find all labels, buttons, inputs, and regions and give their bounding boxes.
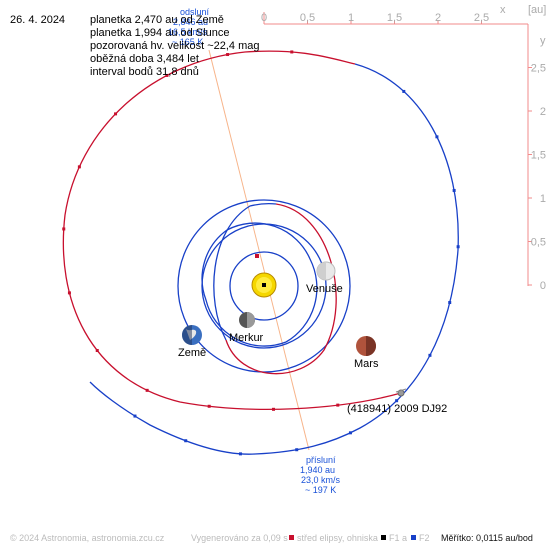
asteroid-icon [395,388,407,397]
y-tick-label: 0 [540,280,546,292]
x-tick-label: 2,5 [474,12,489,24]
orbit-point [336,403,340,407]
scale-text: Měřítko: 0,0115 au/bod [441,533,533,543]
info-distance-earth: planetka 2,470 au od Země [90,14,224,26]
aphelion-line-3: 16,5 km/s [168,27,208,37]
aphelion-label: odsluní 2,846 au 16,5 km/s ~ 165 K [168,7,210,47]
orbit-point [348,431,352,435]
info-magnitude: pozorovaná hv. velikost ~22,4 mag [90,40,259,52]
focus2-legend-marker [411,535,416,540]
mars-orbit-red-part [225,203,337,375]
perihelion-line-1: přísluní [306,455,336,465]
y-axis-letter: y [540,35,546,47]
date-display: 26. 4. 2024 [10,14,65,26]
mercury-icon [239,312,255,328]
orbit-point [67,291,71,295]
y-tick-label: 2 [540,106,546,118]
orbit-point [456,245,460,249]
info-point-interval: interval bodů 31,8 dnů [90,66,199,78]
x-tick-label: 0 [261,12,267,24]
axis-unit: [au] [528,4,546,16]
generated-time: Vygenerováno za 0,09 s [191,533,288,543]
y-tick-label: 1 [540,193,546,205]
perihelion-line-3: 23,0 km/s [301,475,341,485]
copyright-text: © 2024 Astronomia, astronomia.zcu.cz [10,533,165,543]
orbit-point [226,53,230,57]
venus-icon [316,261,336,281]
apsis-line [208,49,310,451]
aphelion-line-4: ~ 165 K [172,37,203,47]
info-block: planetka 2,470 au od Země planetka 1,994… [90,14,259,78]
legend-f2-label: F2 [419,533,430,543]
orbit-point [62,227,66,231]
orbit-point [395,399,399,403]
orbit-point [207,404,211,408]
x-tick-label: 0,5 [300,12,315,24]
inner-orbit-blue [201,222,318,347]
orbit-point [295,448,299,452]
asteroid-label: (418941) 2009 DJ92 [347,403,447,415]
orbit-point [448,301,452,305]
mars-orbit-blue-part [213,202,277,341]
x-tick-label: 2 [435,12,441,24]
earth-label: Země [178,347,206,359]
ellipse-center-marker [255,254,259,258]
orbit-point [402,89,406,93]
perihelion-label: přísluní 1,940 au 23,0 km/s ~ 197 K [300,455,341,495]
orbit-point [145,388,149,392]
x-axis-ticks: 0 0,5 1 1,5 2 2,5 [261,12,489,24]
info-orbital-period: oběžná doba 3,484 let [90,53,199,65]
earth-icon [182,325,202,345]
orbit-point [272,407,276,411]
asteroid-orbit-red [62,50,402,410]
perihelion-line-4: ~ 197 K [305,485,336,495]
asteroid-orbit-blue [89,63,459,455]
focus1-legend-marker [381,535,386,540]
legend-center-label: střed elipsy, ohniska [297,533,378,543]
orbit-point [114,112,118,116]
orbit-point [133,414,137,418]
sun-icon [251,272,277,298]
mercury-orbit [229,251,299,321]
legend-f1-label: F1 a [389,533,407,543]
orbit-point [238,452,242,456]
info-distance-sun: planetka 1,994 au od Slunce [90,27,229,39]
aphelion-line-1: odsluní [180,7,210,17]
x-axis-letter: x [500,4,506,16]
orbit-point [165,73,169,77]
orbit-point [95,348,99,352]
orbit-point [435,135,439,139]
asteroid-orbit-points [62,50,460,456]
y-tick-label: 1,5 [531,150,546,162]
mars-label: Mars [354,358,379,370]
center-legend-marker [289,535,294,540]
aphelion-line-2: 2,846 au [173,17,208,27]
x-tick-label: 1,5 [387,12,402,24]
mercury-label: Merkur [229,332,264,344]
venus-label: Venuše [306,283,343,295]
y-axis-ticks: 2,5 2 1,5 1 0,5 0 [528,63,546,292]
orbit-point [77,165,81,169]
y-tick-label: 2,5 [531,63,546,75]
x-tick-label: 1 [348,12,354,24]
perihelion-line-2: 1,940 au [300,465,335,475]
mars-icon [356,336,376,356]
orbit-point [428,353,432,357]
orbit-point [184,439,188,443]
orbit-point [290,50,294,54]
orbit-point [452,188,456,192]
y-tick-label: 0,5 [531,237,546,249]
